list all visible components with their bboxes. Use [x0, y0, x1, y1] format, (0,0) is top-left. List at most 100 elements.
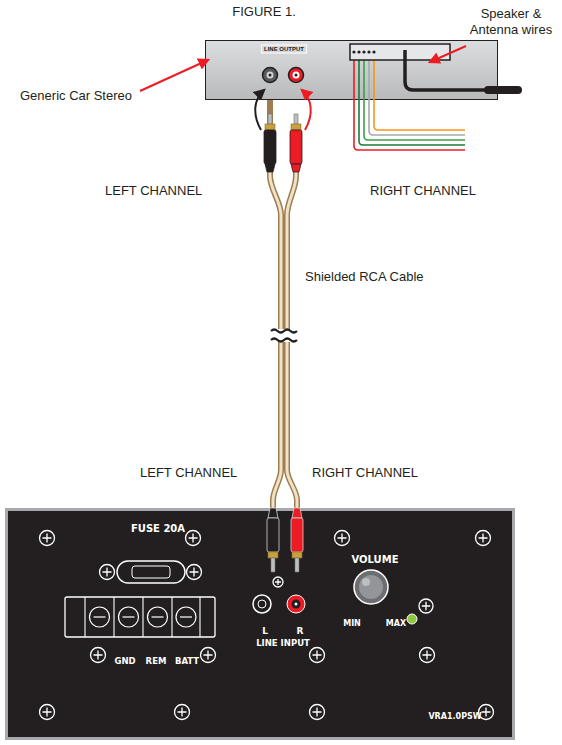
cable-break-mark — [271, 339, 297, 342]
power-led — [407, 614, 417, 624]
terminal-screw — [148, 607, 168, 627]
fuse-label: FUSE 20A — [131, 523, 185, 534]
speaker-wire — [369, 58, 465, 135]
plug-body — [291, 518, 303, 552]
terminal-screw — [176, 607, 196, 627]
plug-strain-relief — [292, 508, 302, 518]
screw — [420, 648, 435, 663]
terminal-screw — [90, 607, 110, 627]
rca-jack — [287, 595, 305, 613]
connector-pin — [352, 50, 355, 53]
terminal-divider — [171, 597, 172, 637]
screw — [479, 705, 494, 720]
rca-jack-ring — [267, 72, 274, 79]
jack-panel-label: LINE OUTPUT — [261, 44, 307, 53]
rca-jack-pin — [295, 74, 298, 77]
screw-head — [479, 705, 494, 720]
screw-slot — [482, 708, 491, 717]
cable-label: Shielded RCA Cable — [305, 269, 424, 284]
knob-highlight — [362, 578, 370, 586]
connector-pin — [362, 50, 365, 53]
screw-head — [335, 531, 350, 546]
plug-collar — [268, 552, 278, 558]
screw-head — [40, 531, 55, 546]
terminal-label: BATT — [175, 657, 199, 667]
plug-strain-relief — [268, 508, 278, 518]
speaker-wire — [359, 58, 465, 145]
terminal-label: GND — [114, 657, 135, 667]
plug-tip — [295, 558, 299, 572]
screw-head — [201, 648, 216, 663]
terminal-divider — [199, 597, 200, 637]
fuse — [132, 566, 170, 578]
screw — [335, 531, 350, 546]
plug-body — [290, 130, 302, 164]
screw-slot — [94, 651, 103, 660]
rca-jack-pin — [295, 603, 298, 606]
speaker-wire — [364, 58, 465, 140]
screw-slot — [190, 568, 199, 577]
terminal-slot — [152, 616, 164, 617]
speaker-connector — [350, 44, 450, 60]
plug-strain-relief — [265, 164, 275, 172]
terminal-slot — [180, 616, 192, 617]
plug-tip — [271, 558, 275, 572]
volume-knob-cap — [359, 575, 383, 599]
connector-pin — [372, 50, 375, 53]
screw — [273, 577, 283, 587]
screw-slot — [43, 708, 52, 717]
screw-head — [187, 565, 202, 580]
rca-jack-ring — [258, 600, 266, 608]
model-number: VRA1.0PSW — [428, 712, 481, 721]
speaker-wire — [374, 58, 465, 130]
screw-slot — [204, 651, 213, 660]
plug-body — [264, 130, 276, 164]
scale-label: MAX — [386, 619, 406, 628]
connector-pin — [367, 50, 370, 53]
rca-jack-ring — [293, 72, 300, 79]
screw-head — [273, 577, 283, 587]
screw — [310, 705, 325, 720]
input-label: LINE INPUT — [256, 639, 310, 649]
channel-label: RIGHT CHANNEL — [312, 465, 418, 481]
rca-jack — [253, 595, 271, 613]
screw — [476, 531, 491, 546]
rca-jack-pin — [269, 74, 272, 77]
screw-head — [175, 705, 190, 720]
screw-slot — [43, 534, 52, 543]
screw — [419, 599, 433, 613]
screw-slot — [422, 602, 430, 610]
screw — [100, 565, 115, 580]
screw-slot — [313, 708, 322, 717]
rca-plug — [267, 508, 279, 572]
callout-label: Speaker & Antenna wires — [461, 6, 561, 38]
screw-head — [419, 599, 433, 613]
callout-label: Generic Car Stereo — [20, 88, 132, 104]
connector-pin — [357, 50, 360, 53]
screw — [186, 531, 201, 546]
screw-slot — [423, 651, 432, 660]
terminal-slot — [123, 616, 135, 617]
screw-head — [100, 565, 115, 580]
terminal-label: REM — [146, 657, 167, 667]
rca-jack — [263, 68, 278, 83]
plug-collar — [291, 124, 301, 130]
screw-slot — [313, 651, 322, 660]
screw-slot — [189, 534, 198, 543]
channel-letter: R — [297, 626, 304, 636]
channel-label: LEFT CHANNEL — [105, 183, 202, 199]
screw-slot — [178, 708, 187, 717]
channel-letter: L — [262, 626, 268, 636]
screw — [310, 648, 325, 663]
rca-jack-ring — [292, 600, 301, 609]
plug-tip — [294, 114, 298, 124]
speaker-wire — [354, 58, 465, 150]
leader-arrow — [430, 46, 466, 62]
plug-body — [267, 518, 279, 552]
rca-plug — [290, 114, 302, 172]
screw-slot — [338, 534, 347, 543]
insert-arrow — [302, 90, 311, 130]
volume-knob — [354, 570, 388, 604]
screw-head — [476, 531, 491, 546]
screw — [91, 648, 106, 663]
